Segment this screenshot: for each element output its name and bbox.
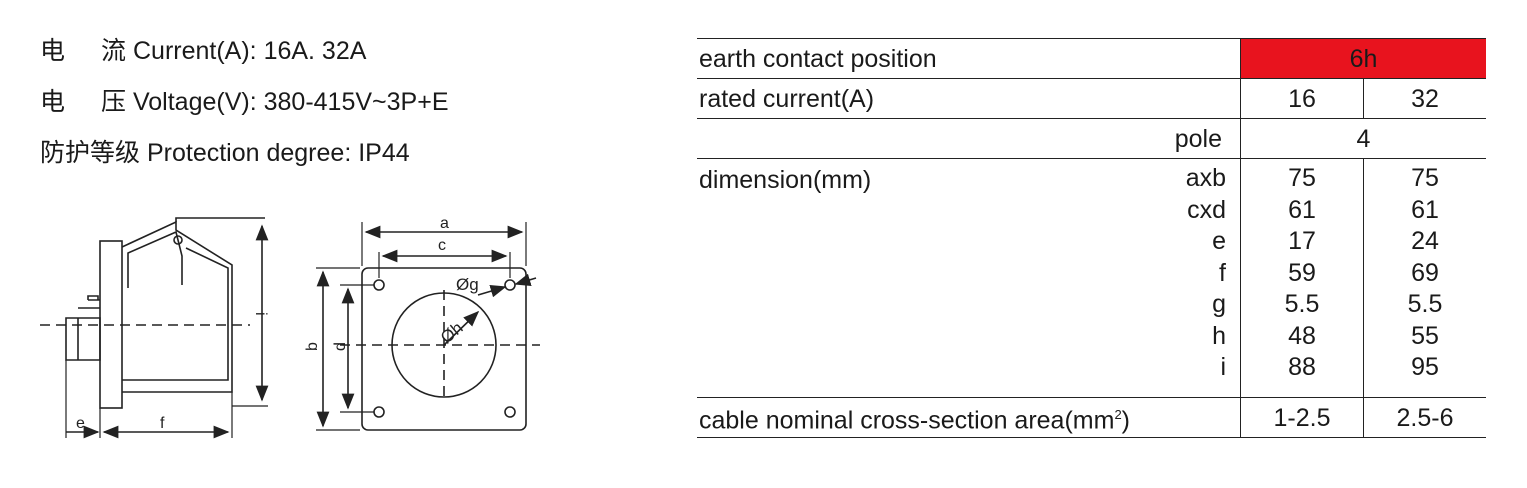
spec-cn-a: 电 bbox=[40, 88, 66, 116]
spec-cn-b: 压 bbox=[101, 88, 127, 116]
label-e: e bbox=[76, 415, 85, 432]
label-b: b bbox=[304, 342, 321, 351]
cable-close: ) bbox=[1121, 406, 1130, 435]
dim-value: 17 bbox=[1288, 227, 1316, 255]
dim-value: 24 bbox=[1411, 227, 1439, 255]
dim-key: h bbox=[1212, 321, 1226, 350]
table-row-rated: rated current(A) 16 32 bbox=[697, 78, 1486, 119]
dim-key: e bbox=[1212, 227, 1226, 255]
cable-32: 2.5-6 bbox=[1363, 397, 1486, 438]
dim-value: 61 bbox=[1288, 195, 1316, 224]
table-row-cable: cable nominal cross-section area(mm2) 1-… bbox=[697, 397, 1486, 438]
dim-value: 61 bbox=[1411, 195, 1439, 224]
cable-sup: 2 bbox=[1114, 406, 1122, 422]
dim-value: 69 bbox=[1411, 258, 1439, 287]
earth-label: earth contact position bbox=[697, 38, 1241, 79]
dim-value: 48 bbox=[1288, 321, 1316, 350]
dim-value: 55 bbox=[1411, 321, 1439, 350]
rated-label: rated current(A) bbox=[697, 78, 1241, 119]
spec-voltage: 电 压 Voltage(V): 380-415V~3P+E bbox=[40, 87, 449, 117]
spec-table: earth contact position 6h rated current(… bbox=[697, 38, 1486, 438]
spec-cn-b: 流 bbox=[101, 37, 127, 65]
spec-cn-a: 电 bbox=[40, 37, 66, 65]
cable-label-text: cable nominal cross-section area(mm bbox=[699, 406, 1115, 435]
dim-value: 75 bbox=[1411, 164, 1439, 192]
spec-cn-a: 防护等级 bbox=[40, 139, 141, 167]
dimension-32: 75 61 24 69 5.5 55 95 bbox=[1363, 158, 1486, 398]
dim-key: g bbox=[1212, 290, 1226, 318]
dim-value: 5.5 bbox=[1284, 290, 1320, 318]
table-row-dimension: dimension(mm) axb cxd e f g h i 75 61 17… bbox=[697, 158, 1486, 398]
technical-drawing: i e f a c b d Øg Ø bbox=[40, 215, 540, 439]
dimension-label: dimension(mm) bbox=[699, 166, 872, 194]
dim-value: 88 bbox=[1288, 353, 1316, 381]
label-a: a bbox=[440, 215, 449, 232]
spec-protection: 防护等级 Protection degree: IP44 bbox=[40, 138, 410, 168]
pole-label: pole bbox=[697, 118, 1241, 159]
label-i: i bbox=[252, 312, 269, 316]
dim-key: cxd bbox=[1187, 195, 1226, 224]
cable-label: cable nominal cross-section area(mm2) bbox=[697, 397, 1241, 438]
spec-current: 电 流 Current(A): 16A. 32A bbox=[40, 36, 366, 66]
spec-en: Current(A): 16A. 32A bbox=[132, 37, 367, 65]
pole-value: 4 bbox=[1240, 118, 1486, 159]
earth-value: 6h bbox=[1240, 38, 1486, 79]
label-h: Øh bbox=[437, 318, 467, 347]
dimension-16: 75 61 17 59 5.5 48 88 bbox=[1240, 158, 1364, 398]
dim-value: 59 bbox=[1288, 258, 1316, 287]
dim-key: f bbox=[1219, 258, 1226, 287]
front-view: a c b d Øg Øh bbox=[304, 215, 540, 431]
dim-value: 75 bbox=[1288, 164, 1316, 192]
side-view: i e f bbox=[40, 217, 269, 439]
label-g: Øg bbox=[456, 275, 479, 294]
label-c: c bbox=[438, 237, 446, 254]
dim-value: 5.5 bbox=[1407, 290, 1443, 318]
dim-key: i bbox=[1220, 353, 1226, 381]
label-f: f bbox=[160, 415, 165, 432]
rated-32: 32 bbox=[1363, 78, 1486, 119]
table-row-earth: earth contact position 6h bbox=[697, 38, 1486, 79]
rated-16: 16 bbox=[1240, 78, 1364, 119]
dimension-keys: axb cxd e f g h i bbox=[1186, 163, 1226, 384]
label-d: d bbox=[332, 342, 349, 351]
spec-en: Voltage(V): 380-415V~3P+E bbox=[132, 88, 449, 116]
dim-value: 95 bbox=[1411, 353, 1439, 381]
dim-key: axb bbox=[1185, 164, 1226, 192]
dimension-cell: dimension(mm) axb cxd e f g h i bbox=[697, 158, 1241, 398]
cable-16: 1-2.5 bbox=[1240, 397, 1364, 438]
spec-en: Protection degree: IP44 bbox=[146, 139, 410, 167]
table-row-pole: pole 4 bbox=[697, 118, 1486, 159]
